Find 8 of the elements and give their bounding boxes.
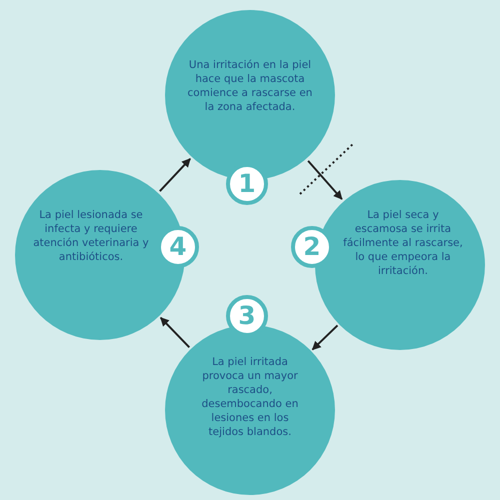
arrow [307,160,343,200]
arrow [159,158,191,192]
step-description: La piel irritada provoca un mayor rascado, desembocando en lesiones en los tejidos blandos. [200,355,300,439]
step-description: La piel seca y escamosa se irrita fácilmente al rascarse, lo que empeora la irritación. [343,208,463,278]
step-description: Una irritación en la piel hace que la mascota comience a rascarse en la zona afectada. [187,58,313,114]
step-description: La piel lesionada se infecta y requiere atención veterinaria y antibióticos. [33,208,149,264]
arrow [312,324,338,350]
arrow [160,317,190,348]
